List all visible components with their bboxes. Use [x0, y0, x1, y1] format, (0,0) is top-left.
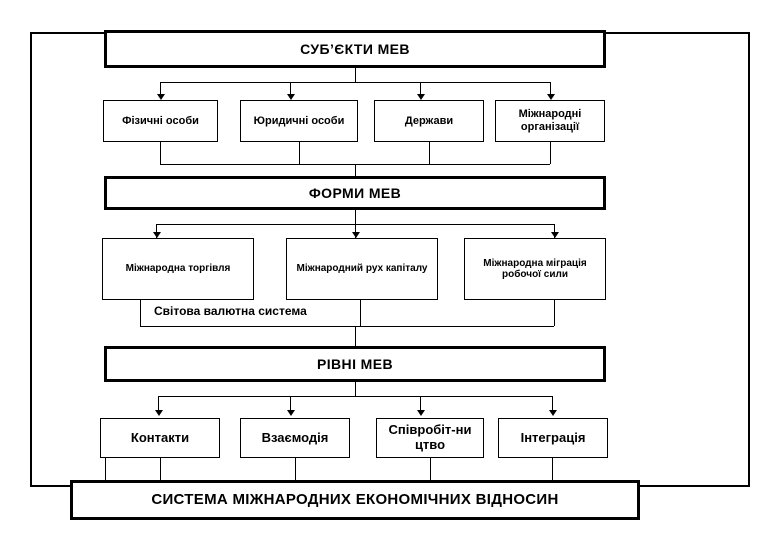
forms-collect-bus — [140, 326, 554, 327]
subjects-arrow-3 — [417, 94, 425, 100]
forms-arrow-1 — [153, 232, 161, 238]
band-forms: ФОРМИ МЕВ — [104, 176, 606, 210]
levels-collect-3 — [295, 458, 296, 485]
forms-collect-drop — [355, 326, 356, 346]
forms-arrow-2 — [352, 232, 360, 238]
subject-box-legal-entities: Юридичні особи — [240, 100, 358, 142]
forms-tap-2 — [355, 224, 356, 238]
band-levels: РІВНІ МЕВ — [104, 346, 606, 382]
subjects-arrow-2 — [287, 94, 295, 100]
levels-tap-3 — [420, 396, 421, 410]
levels-tap-1 — [158, 396, 159, 410]
subjects-arrow-1 — [157, 94, 165, 100]
forms-collect-1 — [140, 300, 141, 326]
band-subjects: СУБ’ЄКТИ МЕВ — [104, 30, 606, 68]
band-footer-system: СИСТЕМА МІЖНАРОДНИХ ЕКОНОМІЧНИХ ВІДНОСИН — [70, 480, 640, 520]
subjects-collect-4 — [550, 142, 551, 164]
subjects-collect-3 — [429, 142, 430, 164]
levels-arrow-3 — [417, 410, 425, 416]
forms-bus-drop — [355, 210, 356, 224]
frame-bottom-right-connector — [640, 485, 750, 487]
subject-box-international-organizations: Міжнародні організації — [495, 100, 605, 142]
frame-top-right-connector — [604, 32, 750, 34]
levels-tap-2 — [290, 396, 291, 410]
forms-arrow-3 — [551, 232, 559, 238]
frame-right-vertical — [748, 32, 750, 487]
levels-collect-1 — [105, 458, 106, 485]
form-box-world-monetary-system: Світова валютна система — [154, 304, 307, 319]
levels-collect-4 — [430, 458, 431, 485]
level-box-integration: Інтеграція — [498, 418, 608, 458]
forms-collect-2 — [360, 300, 361, 326]
subjects-collect-1 — [160, 142, 161, 164]
level-box-contacts: Контакти — [100, 418, 220, 458]
level-box-interaction: Взаємодія — [240, 418, 350, 458]
subjects-bus-drop — [355, 68, 356, 82]
subject-box-individuals: Фізичні особи — [103, 100, 218, 142]
form-box-capital-movement: Міжнародний рух капіталу — [286, 238, 438, 300]
levels-arrow-1 — [155, 410, 163, 416]
frame-left-vertical — [30, 32, 32, 487]
levels-bus — [158, 396, 552, 397]
frame-top-left-connector — [30, 32, 105, 34]
levels-collect-2 — [160, 458, 161, 485]
subject-box-states: Держави — [374, 100, 484, 142]
subjects-arrow-4 — [547, 94, 555, 100]
subjects-tap-3 — [420, 82, 421, 96]
subjects-tap-2 — [290, 82, 291, 96]
forms-collect-3 — [554, 300, 555, 326]
subjects-collect-2 — [299, 142, 300, 164]
levels-collect-5 — [552, 458, 553, 485]
form-box-international-trade: Міжнародна торгівля — [102, 238, 254, 300]
levels-bus-drop — [355, 382, 356, 396]
levels-arrow-4 — [549, 410, 557, 416]
frame-bottom-left-connector — [30, 485, 70, 487]
levels-tap-4 — [552, 396, 553, 410]
levels-arrow-2 — [287, 410, 295, 416]
form-box-labour-migration: Міжнародна міграція робочої сили — [464, 238, 606, 300]
subjects-bus — [160, 82, 550, 83]
forms-tap-1 — [156, 224, 157, 238]
subjects-collect-drop — [355, 164, 356, 178]
subjects-tap-4 — [550, 82, 551, 96]
subjects-tap-1 — [160, 82, 161, 96]
level-box-cooperation: Співробіт-ни цтво — [376, 418, 484, 458]
forms-tap-3 — [554, 224, 555, 238]
